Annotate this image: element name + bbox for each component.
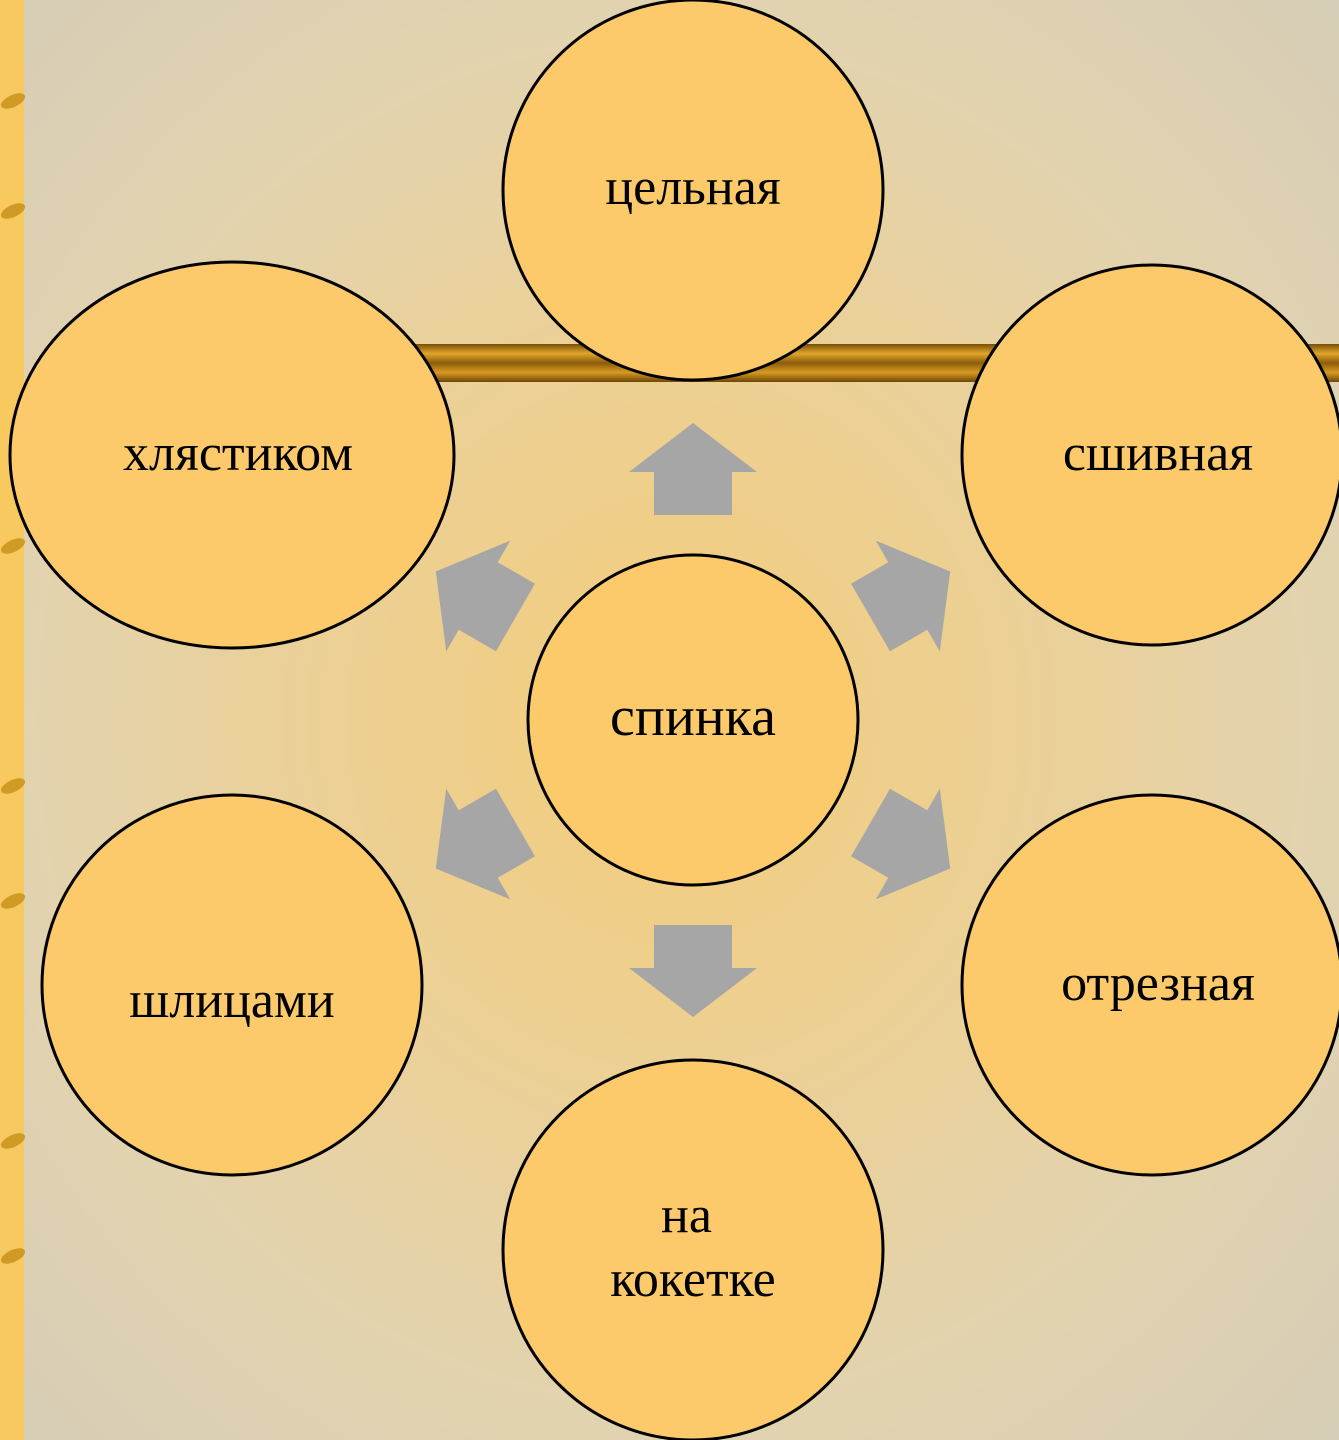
- node-label-line: кокетке: [610, 1251, 775, 1308]
- arrow-lower-left-icon: [435, 788, 535, 900]
- arrow-lower-right-icon: [851, 788, 951, 900]
- node-label: отрезная: [1061, 955, 1255, 1012]
- node-label-line: на: [661, 1187, 712, 1244]
- node-upper-left: хлястиком: [8, 260, 456, 650]
- center-circle: [526, 553, 860, 887]
- node-lower-right: отрезная: [960, 793, 1339, 1177]
- node-label: сшивная: [1063, 425, 1253, 482]
- node-circle: [960, 263, 1339, 647]
- node-lower-left: шлицами: [40, 793, 424, 1177]
- node-label: хлястиком: [123, 425, 353, 482]
- arrow-upper-right-icon: [851, 540, 951, 652]
- node-top: цельная: [501, 0, 885, 382]
- center-label: спинка: [610, 686, 776, 748]
- node-circle: [501, 1058, 885, 1440]
- node-label: шлицами: [129, 972, 334, 1029]
- node-label-multiline: на кокетке: [610, 1187, 775, 1308]
- node-circle: [8, 260, 456, 650]
- node-bottom: на кокетке: [501, 1058, 885, 1440]
- node-center: спинка: [526, 553, 860, 887]
- arrow-down-icon: [629, 925, 757, 1017]
- node-label: цельная: [605, 159, 780, 216]
- arrow-group: [435, 423, 951, 1017]
- arrow-up-icon: [629, 423, 757, 515]
- node-upper-right: сшивная: [960, 263, 1339, 647]
- left-decorative-strip: [0, 0, 28, 1440]
- node-circle: [960, 793, 1339, 1177]
- node-circle: [501, 0, 885, 382]
- node-circle: [40, 793, 424, 1177]
- arrow-upper-left-icon: [435, 540, 535, 652]
